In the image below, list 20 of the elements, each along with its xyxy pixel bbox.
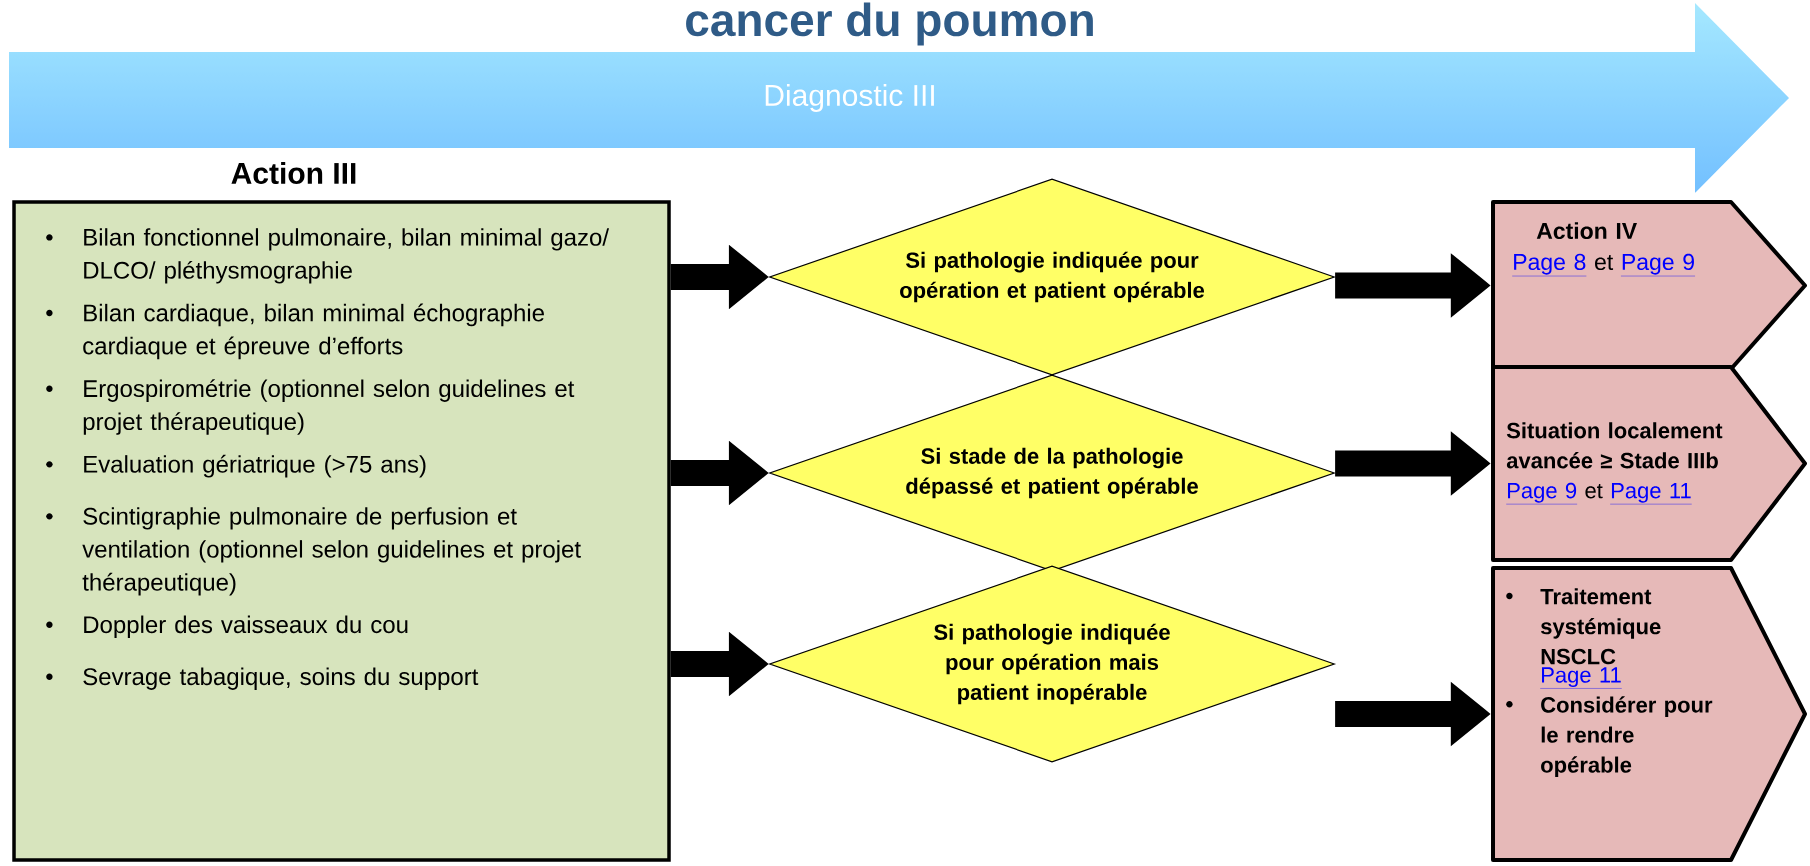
result-heading: Action IV [1536,222,1637,240]
page-link: Page 11 [1609,483,1692,505]
bullet-item: Traitement systémique NSCLC [1506,588,1661,665]
page-link: Page 9 [1620,253,1696,277]
bullet-item: Ergospirométrie (optionnel selon guidelines et projet thérapeutique) [46,379,575,435]
page-link: Page 9 [1506,482,1578,505]
bullet-item: Scintigraphie pulmonaire de perfusion et ventilation (optionnel selon guidelines et projet thérapeutique) [46,507,581,596]
bullet-item: Doppler des vaisseaux du cou [46,615,408,638]
bullet-item: Evaluation gériatrique (>75 ans) [46,454,426,478]
title: cancer du poumon [686,2,1093,46]
page-link: Page 8 [1512,253,1587,277]
bullet-item: Bilan cardiaque, bilan minimal échographie cardiaque et épreuve d’efforts [46,303,544,360]
box-heading: Action III [231,162,356,184]
bullet-item: Bilan fonctionnel pulmonaire, bilan minimal gazo/ DLCO/ pléthysmographie [46,228,609,284]
banner-arrow: Diagnostic III [765,84,934,112]
bullet-item: Sevrage tabagique, soins du support [46,667,479,690]
text: et [1585,483,1603,499]
text: et [1595,255,1614,271]
bullet-item: Considérer pour le rendre opérable [1506,696,1713,778]
page-link: Page 11 [1540,667,1622,689]
